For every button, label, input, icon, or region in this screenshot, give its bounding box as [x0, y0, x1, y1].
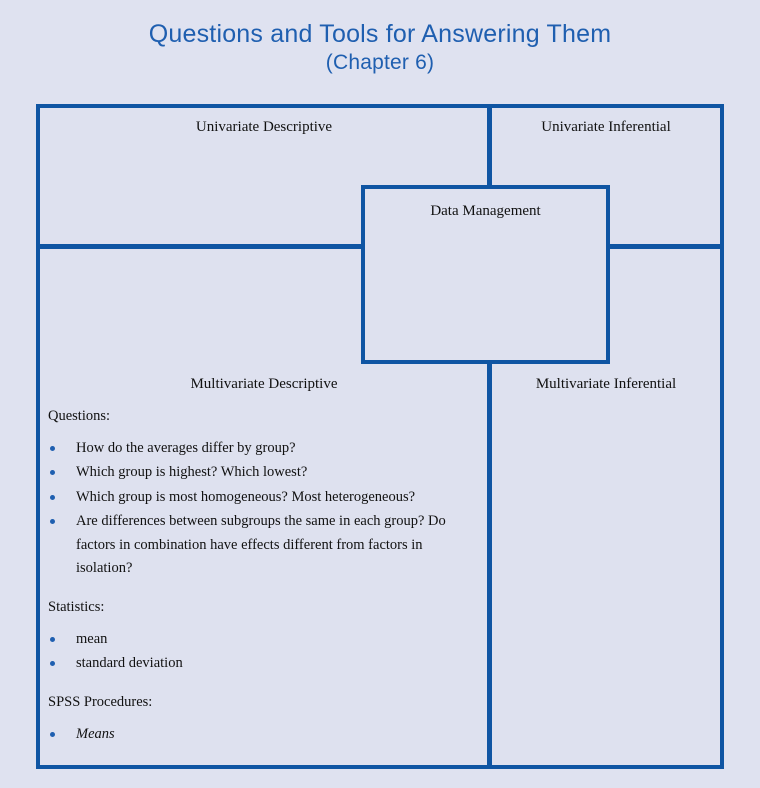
statistics-list: mean standard deviation [48, 628, 480, 676]
quadrant-label-univariate-descriptive: Univariate Descriptive [195, 119, 333, 135]
page-title: Questions and Tools for Answering Them (… [0, 18, 760, 77]
quadrant-label-multivariate-descriptive: Multivariate Descriptive [190, 376, 338, 392]
page-title-subtitle: (Chapter 6) [325, 51, 435, 74]
statistics-heading: Statistics: [48, 598, 105, 615]
multivariate-descriptive-content: Questions: How do the averages differ by… [48, 408, 480, 747]
list-item: Which group is highest? Which lowest? [48, 461, 480, 484]
bullet-dot-icon [50, 661, 55, 667]
bullet-dot-icon [50, 636, 55, 642]
list-item-text: mean [76, 630, 108, 647]
list-item: Are differences between subgroups the sa… [48, 510, 480, 580]
list-item: Means [48, 723, 480, 746]
matrix-vertical-divider-bottom [487, 244, 492, 769]
bullet-dot-icon [50, 470, 55, 476]
list-item-text: standard deviation [76, 655, 183, 672]
quadrant-label-univariate-inferential: Univariate Inferential [541, 119, 671, 135]
bullet-dot-icon [50, 731, 55, 737]
bullet-dot-icon [50, 446, 55, 451]
center-box-label: Data Management [430, 203, 541, 219]
list-item-text: Which group is most homogeneous? Most he… [76, 488, 416, 505]
list-item: Which group is most homogeneous? Most he… [48, 486, 480, 509]
spss-procedures-list: Means [48, 723, 480, 746]
list-item: mean [48, 628, 480, 651]
bullet-dot-icon [50, 494, 55, 500]
list-item-text: How do the averages differ by group? [76, 440, 296, 456]
bullet-dot-icon [50, 519, 55, 525]
questions-heading: Questions: [48, 408, 111, 424]
quadrant-label-multivariate-inferential: Multivariate Inferential [535, 376, 677, 392]
list-item: How do the averages differ by group? [48, 437, 480, 460]
center-box-data-management: Data Management [361, 185, 610, 364]
list-item: standard deviation [48, 652, 480, 675]
matrix-vertical-divider-top [487, 104, 492, 249]
list-item-text: Are differences between subgroups the sa… [76, 513, 446, 577]
list-item-text: Which group is highest? Which lowest? [76, 464, 308, 481]
questions-list: How do the averages differ by group? Whi… [48, 437, 480, 581]
page-title-line-1: Questions and Tools for Answering Them [148, 20, 612, 48]
list-item-text: Means [76, 725, 115, 742]
spss-procedures-heading: SPSS Procedures: [48, 693, 153, 710]
